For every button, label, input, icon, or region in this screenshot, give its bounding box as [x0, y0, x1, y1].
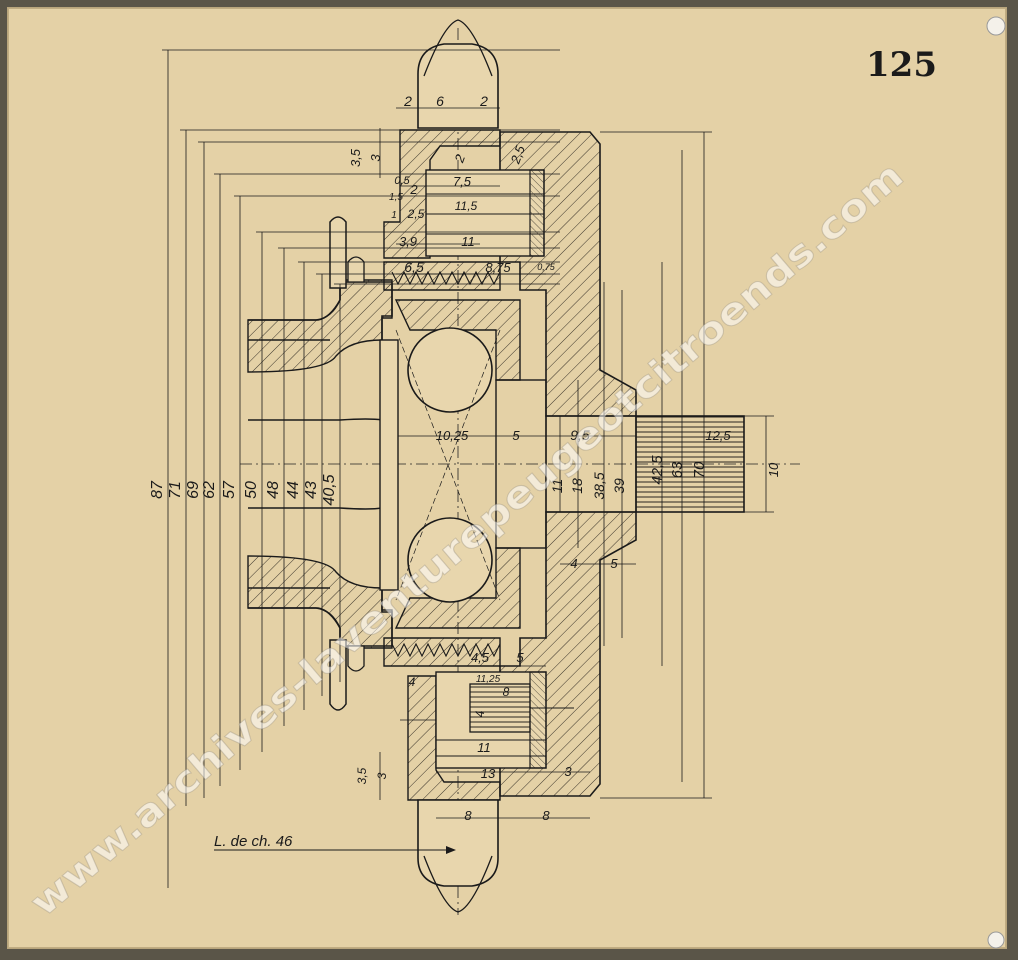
ball-lower: [407, 517, 493, 603]
dim-right-3: 39: [611, 478, 627, 494]
insulator-lower: [529, 671, 547, 769]
dim-right-7: 10: [766, 462, 781, 477]
spacer-ring: [379, 339, 399, 591]
dim-top-2: 2: [479, 93, 488, 109]
dim-left-1: 71: [167, 481, 184, 499]
dim-top-3: 3,5: [348, 148, 363, 167]
dim-top-0: 2: [403, 93, 412, 109]
dim-top-4: 3: [368, 154, 383, 162]
dim-top-10: 1,5: [389, 192, 403, 203]
ball-upper: [407, 327, 493, 413]
dim-lower-9: 13: [481, 766, 496, 781]
left-dimension-lines: [162, 49, 560, 888]
flange-upper-2: [347, 256, 365, 283]
dim-top-1: 6: [436, 93, 444, 109]
dim-right-0: 11: [549, 479, 565, 494]
terminal-bottom-tip: [423, 855, 493, 913]
dim-left-5: 50: [243, 481, 260, 499]
dim-lower-4: 11,25: [476, 674, 501, 685]
dim-center-0: 10,25: [436, 428, 469, 443]
dim-left-3: 62: [201, 481, 218, 499]
screw-body: [469, 683, 531, 733]
pin-hole-bottom-right: [987, 931, 1005, 949]
caption-text: L. de ch. 46: [214, 833, 293, 850]
dim-lower-14: 8: [542, 808, 550, 823]
terminal-bottom: [417, 799, 499, 887]
contact-plates-lower: [436, 739, 546, 757]
threaded-stub: [635, 415, 745, 513]
dim-lower-13: 8: [464, 808, 472, 823]
dim-left-8: 43: [303, 481, 320, 499]
top-dimension-lines: [379, 107, 636, 819]
dim-top-12: 1: [391, 210, 397, 221]
ball-axis-2: [395, 329, 501, 601]
right-dimension-lines: [559, 131, 774, 799]
dim-top-14: 3,9: [399, 234, 417, 249]
dim-top-8: 7,5: [453, 174, 472, 189]
thread-lower: [391, 642, 501, 658]
dim-left-6: 48: [265, 481, 282, 499]
dim-right-6: 70: [691, 461, 708, 478]
dim-center-1: 5: [512, 428, 520, 443]
dim-left-9: 40,5: [321, 474, 338, 505]
dim-right-5: 63: [669, 461, 686, 478]
dim-top-15: 11: [461, 234, 475, 249]
dim-right-1: 18: [569, 478, 585, 494]
dim-top-18: 0,75: [537, 262, 556, 272]
dim-lower-10: 3: [564, 764, 572, 779]
sheet-number: 125: [866, 45, 937, 85]
dim-top-11: 11,5: [455, 199, 478, 213]
dim-top-6: 2,5: [507, 143, 528, 167]
dim-right-4: 42,5: [649, 455, 666, 485]
dim-lower-7: 4: [409, 675, 416, 689]
dim-left-4: 57: [221, 480, 238, 499]
dim-center-2: 9,5: [570, 427, 590, 443]
dim-lower-11: 3,5: [355, 767, 369, 784]
flange-lower: [329, 639, 347, 711]
terminal-top: [417, 43, 499, 129]
dim-top-17: 8,75: [485, 260, 511, 275]
flange-upper: [329, 216, 347, 289]
dim-lower-3: 5: [516, 650, 524, 665]
dim-top-13: 2,5: [407, 207, 425, 221]
dim-top-9: 2: [409, 182, 418, 197]
insulator-upper: [529, 169, 545, 257]
contact-plates-upper: [426, 193, 544, 235]
dim-right-2: 38,5: [591, 472, 607, 499]
dim-top-16: 6,5: [404, 259, 424, 275]
dim-lower-2: 4,5: [471, 650, 490, 665]
caption-arrow: [446, 846, 456, 854]
dim-lower-5: 8: [503, 685, 510, 699]
dim-left-0: 87: [149, 480, 166, 499]
terminal-top-tip: [423, 19, 493, 77]
pin-hole-top-right: [986, 16, 1006, 36]
contact-stack-upper: [425, 169, 545, 257]
dim-lower-12: 3: [375, 772, 389, 779]
dim-left-2: 69: [185, 481, 202, 499]
flange-lower-2: [347, 645, 365, 672]
dim-lower-1: 5: [610, 556, 618, 571]
dim-lower-8: 11: [477, 740, 491, 755]
dim-lower-6: 4: [473, 710, 487, 717]
dim-center-3: 12,5: [705, 428, 731, 443]
center-dimension-labels: 10,25 5 9,5 12,5: [436, 427, 732, 443]
dim-top-7: 0,5: [394, 175, 410, 187]
dim-lower-0: 4: [570, 556, 577, 571]
dim-left-7: 44: [285, 481, 302, 499]
